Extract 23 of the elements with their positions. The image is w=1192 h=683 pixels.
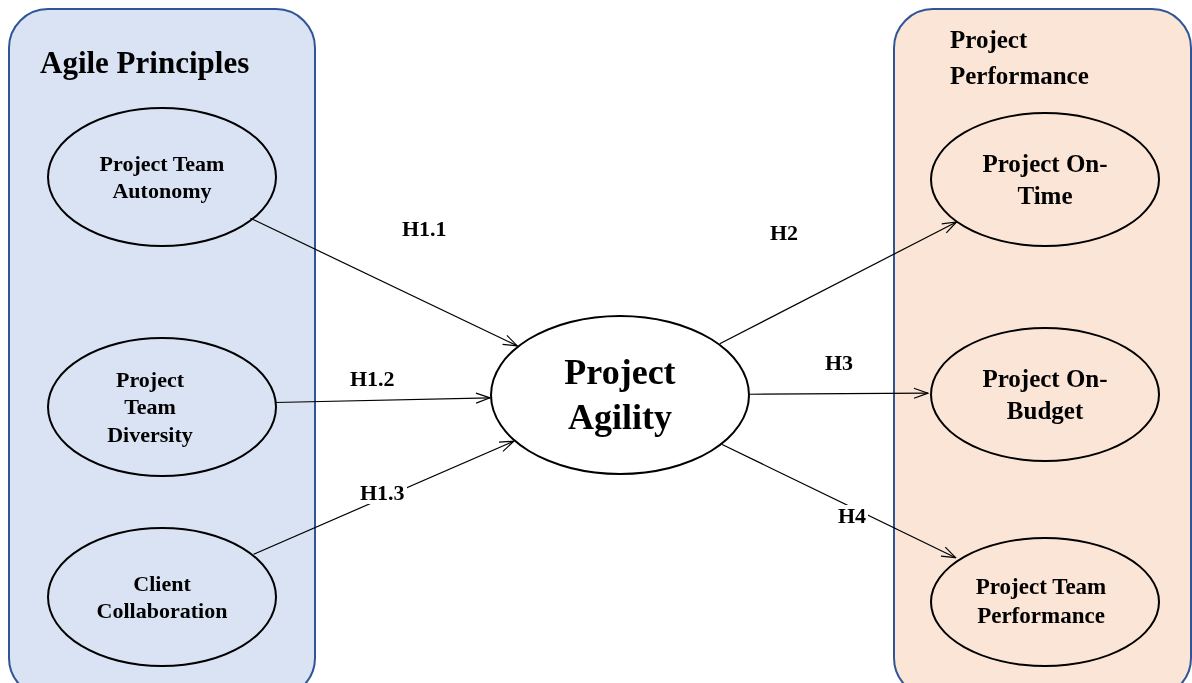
- construct-label: Project On-Time: [981, 149, 1109, 211]
- arrow: [274, 392, 491, 404]
- construct-label: Project Team Autonomy: [98, 149, 226, 205]
- construct-ellipse: [47, 527, 277, 667]
- construct-ellipse: [930, 112, 1160, 247]
- arrow: [719, 221, 958, 345]
- arrow: [749, 387, 929, 399]
- construct-ellipse: [930, 327, 1160, 462]
- group-panel: [893, 8, 1192, 683]
- construct-label: Client Collaboration: [95, 569, 229, 625]
- group-panel: [8, 8, 316, 683]
- construct-label: Project Team Performance: [974, 573, 1108, 630]
- construct-label: Project On-Budget: [981, 364, 1109, 426]
- construct-label: Project Agility: [563, 351, 677, 439]
- panel-title: Project Performance: [950, 25, 1090, 91]
- arrow: [249, 217, 518, 347]
- construct-ellipse: [930, 537, 1160, 667]
- panel-title: Agile Principles: [40, 44, 251, 82]
- arrow: [721, 443, 957, 559]
- construct-label: Project Team Diversity: [106, 365, 194, 449]
- construct-ellipse: [490, 315, 750, 475]
- construct-ellipse: [47, 337, 277, 477]
- construct-ellipse: [47, 107, 277, 247]
